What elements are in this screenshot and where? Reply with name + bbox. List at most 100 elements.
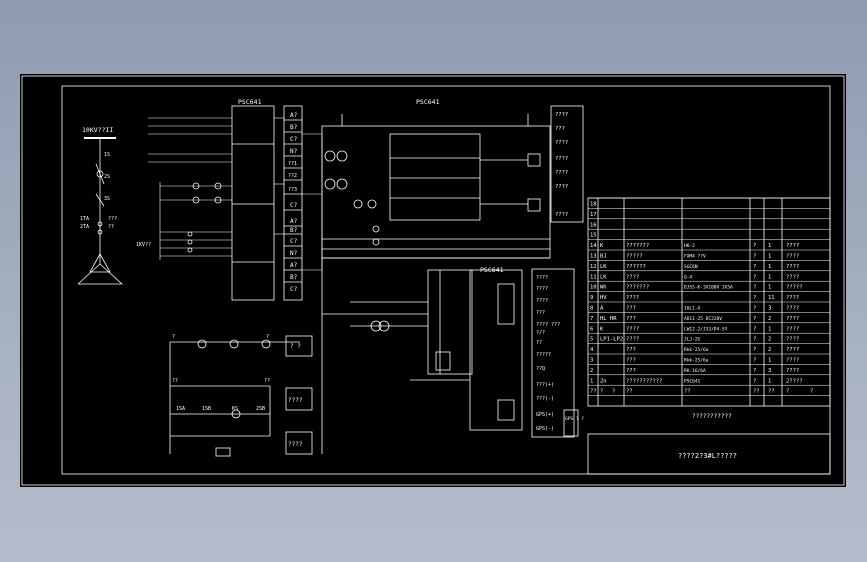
table-cell-qty: 1 — [768, 243, 771, 249]
table-cell-code: K — [600, 326, 604, 332]
note-top-3: ???? — [555, 140, 568, 146]
phase-term-c3: C? — [290, 238, 298, 245]
table-cell-spec: Rkk-25/6a — [684, 347, 709, 353]
table-cell-note: ???? — [786, 243, 799, 249]
table-cell-code: LK — [600, 264, 607, 270]
ct-note-1: ??? — [108, 216, 117, 222]
breaker-label-3: 3S — [104, 196, 110, 202]
table-caption: ??????????? — [692, 413, 732, 420]
table-cell-no: 5 — [590, 337, 593, 343]
io-module-lower — [469, 269, 523, 431]
schematic-drawing: PSC641 PSC641 PSC641 10KV??II 1S 2S 3S 1… — [21, 75, 845, 486]
cad-drawing-canvas: PSC641 PSC641 PSC641 10KV??II 1S 2S 3S 1… — [20, 74, 846, 487]
table-cell-qty: 2 — [768, 316, 771, 322]
table-cell-no: 11 — [590, 274, 597, 280]
note-top-6: ???? — [555, 184, 568, 190]
table-cell-unit: ? — [753, 243, 756, 249]
table-cell-note: ???? — [786, 326, 799, 332]
table-cell-unit: ? — [753, 337, 756, 343]
control-module — [389, 133, 481, 221]
table-cell-spec: DJSS-K-3X100V 3X5A — [684, 285, 733, 291]
gps-box — [563, 409, 579, 437]
relay-coil-yt — [527, 153, 541, 167]
table-cell-note: 2???? — [786, 378, 803, 384]
table-cell-code: 2n — [600, 378, 607, 384]
table-cell-unit: ? — [753, 368, 756, 374]
box-label-2: ???? — [288, 441, 303, 448]
table-cell-name: ???? — [626, 337, 639, 343]
table-header-cell: ?? — [753, 389, 760, 395]
table-cell-no: 8 — [590, 306, 593, 312]
table-cell-name: ??? — [626, 306, 636, 312]
table-cell-qty: 1 — [768, 326, 771, 332]
io-note-2: ???? — [536, 286, 548, 292]
breaker-label-2: 2S — [104, 174, 110, 180]
table-header-cell: ?? — [684, 389, 691, 395]
io-note-5: ???? ??? — [536, 322, 560, 328]
control-label-4: ?? — [264, 378, 270, 384]
table-cell-unit: ? — [753, 254, 756, 260]
table-cell-note: ???? — [786, 295, 799, 301]
table-cell-name: ??? — [626, 358, 636, 364]
io-note-12: GPS(+) — [536, 412, 554, 418]
ct-note-2: ?? — [108, 224, 114, 230]
table-cell-unit: ? — [753, 264, 756, 270]
table-cell-qty: 2 — [768, 347, 771, 353]
table-cell-code: Wh — [600, 285, 607, 291]
note-top-7: ???? — [555, 212, 568, 218]
title-block-text: ????2?3#L????? — [678, 452, 737, 460]
phase-term-a2: A? — [290, 186, 298, 193]
table-header-cell: ? — [612, 389, 615, 395]
bus-label: 10KV??II — [82, 126, 113, 134]
table-cell-no: 3 — [590, 358, 593, 364]
control-label-1: ? — [172, 334, 175, 340]
io-note-13: GPS(-) — [536, 426, 554, 432]
table-header-cell: ?? — [768, 389, 775, 395]
table-cell-code: HV — [600, 295, 607, 301]
table-cell-spec: AD11-25 DC220V — [684, 316, 722, 322]
table-cell-code: LK — [600, 274, 607, 280]
table-cell-spec: FXM4 ??V — [684, 254, 706, 260]
phase-term-x3: ??3 — [288, 187, 297, 193]
table-cell-spec: PSC641 — [684, 378, 701, 384]
table-cell-qty: 1 — [768, 285, 771, 291]
table-cell-spec: Rkk-25/6a — [684, 358, 709, 364]
title-block-frame — [587, 433, 831, 475]
bus-wire-label: 1KV?? — [136, 242, 151, 248]
phase-term-n1: N? — [290, 148, 298, 155]
io-notes-box — [531, 268, 575, 438]
table-cell-unit: ? — [753, 358, 756, 364]
table-header-cell: ? — [786, 389, 789, 395]
table-cell-no: 14 — [590, 243, 597, 249]
control-label-7: KS — [232, 406, 238, 412]
table-cell-spec: JLJ-2G — [684, 337, 701, 343]
io-note-10: ???(+) — [536, 382, 554, 388]
phase-term-a4: A? — [290, 262, 298, 269]
control-circuit-frame — [321, 125, 551, 259]
table-cell-no: 6 — [590, 326, 593, 332]
relay-coil-yc — [527, 198, 541, 212]
table-cell-no: 10 — [590, 285, 597, 291]
phase-term-x2: ??2 — [288, 173, 297, 179]
table-cell-no: 4 — [590, 347, 594, 353]
table-cell-name: ???? — [626, 295, 639, 301]
table-cell-no: 15 — [590, 233, 597, 239]
io-note-9: ??Q — [536, 366, 545, 372]
table-cell-name: ??????????? — [626, 378, 662, 384]
table-cell-unit: ? — [753, 295, 756, 301]
table-cell-name: ??? — [626, 368, 636, 374]
outer-border — [21, 75, 845, 486]
table-cell-name: ??????? — [626, 243, 649, 249]
table-header-cell: ? — [810, 389, 813, 395]
table-cell-qty: 1 — [768, 264, 771, 270]
table-cell-spec: HK-2 — [684, 243, 695, 249]
phase-term-c2: C? — [290, 202, 298, 209]
io-note-6: ?/? — [536, 330, 545, 336]
ct-label-2: 2TA — [80, 224, 89, 230]
table-cell-qty: 1 — [768, 254, 771, 260]
phase-term-c4: C? — [290, 286, 298, 293]
note-top-2: ??? — [555, 126, 565, 132]
phase-term-x1: ??1 — [288, 161, 297, 167]
phase-term-n3: N? — [290, 250, 298, 257]
